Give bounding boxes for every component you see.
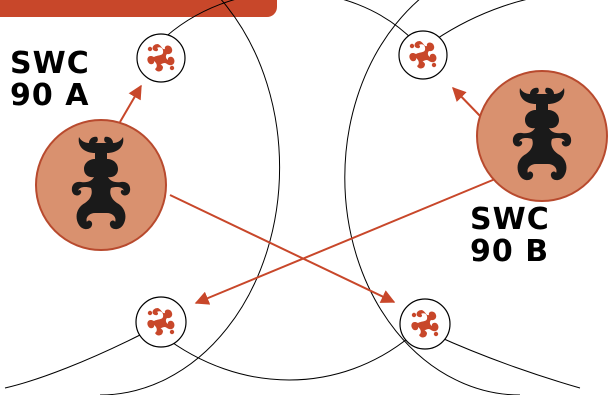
label-b-line2: 90 B	[470, 234, 550, 269]
arrow-b-cross	[194, 176, 501, 305]
label-b-line1: SWC	[470, 202, 550, 237]
label-a-line2: 90 A	[10, 78, 90, 113]
arrow-a-up	[119, 84, 142, 123]
arc-top-center	[159, 0, 416, 43]
node-bottom-left	[135, 296, 187, 348]
arrows	[119, 84, 501, 305]
top-banner	[0, 0, 277, 17]
node-bottom-right	[399, 298, 451, 350]
label-swc-90-a: SWC 90 A	[10, 48, 90, 112]
arrow-a-cross	[169, 194, 396, 303]
node-top-left	[136, 33, 186, 83]
label-swc-90-b: SWC 90 B	[470, 204, 550, 268]
arc-bottom-left-out	[4, 334, 141, 389]
node-top-right	[398, 30, 448, 80]
arc-bottom-center	[161, 334, 413, 381]
arc-right-large	[344, 0, 521, 395]
network-arcs	[4, 0, 581, 395]
arc-left-large	[99, 0, 281, 395]
arrow-b-up	[452, 86, 483, 119]
arc-top-right-out	[434, 0, 527, 41]
node-swc-90-a	[35, 119, 167, 251]
arc-bottom-right-out	[434, 334, 581, 389]
label-a-line1: SWC	[10, 46, 90, 81]
node-swc-90-b	[476, 70, 608, 202]
